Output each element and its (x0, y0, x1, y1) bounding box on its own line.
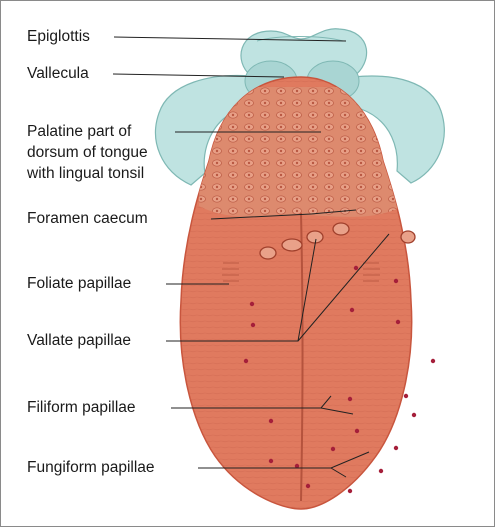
label-palatine-line2: dorsum of tongue (27, 143, 148, 162)
label-palatine-line3: with lingual tonsil (27, 164, 144, 183)
label-filiform-papillae: Filiform papillae (27, 398, 136, 417)
label-foliate-papillae: Foliate papillae (27, 274, 131, 293)
label-foramen-caecum: Foramen caecum (27, 209, 148, 228)
label-vallecula: Vallecula (27, 64, 89, 83)
label-epiglottis: Epiglottis (27, 27, 90, 46)
label-fungiform-papillae: Fungiform papillae (27, 458, 155, 477)
label-vallate-papillae: Vallate papillae (27, 331, 131, 350)
label-palatine-line1: Palatine part of (27, 122, 131, 141)
